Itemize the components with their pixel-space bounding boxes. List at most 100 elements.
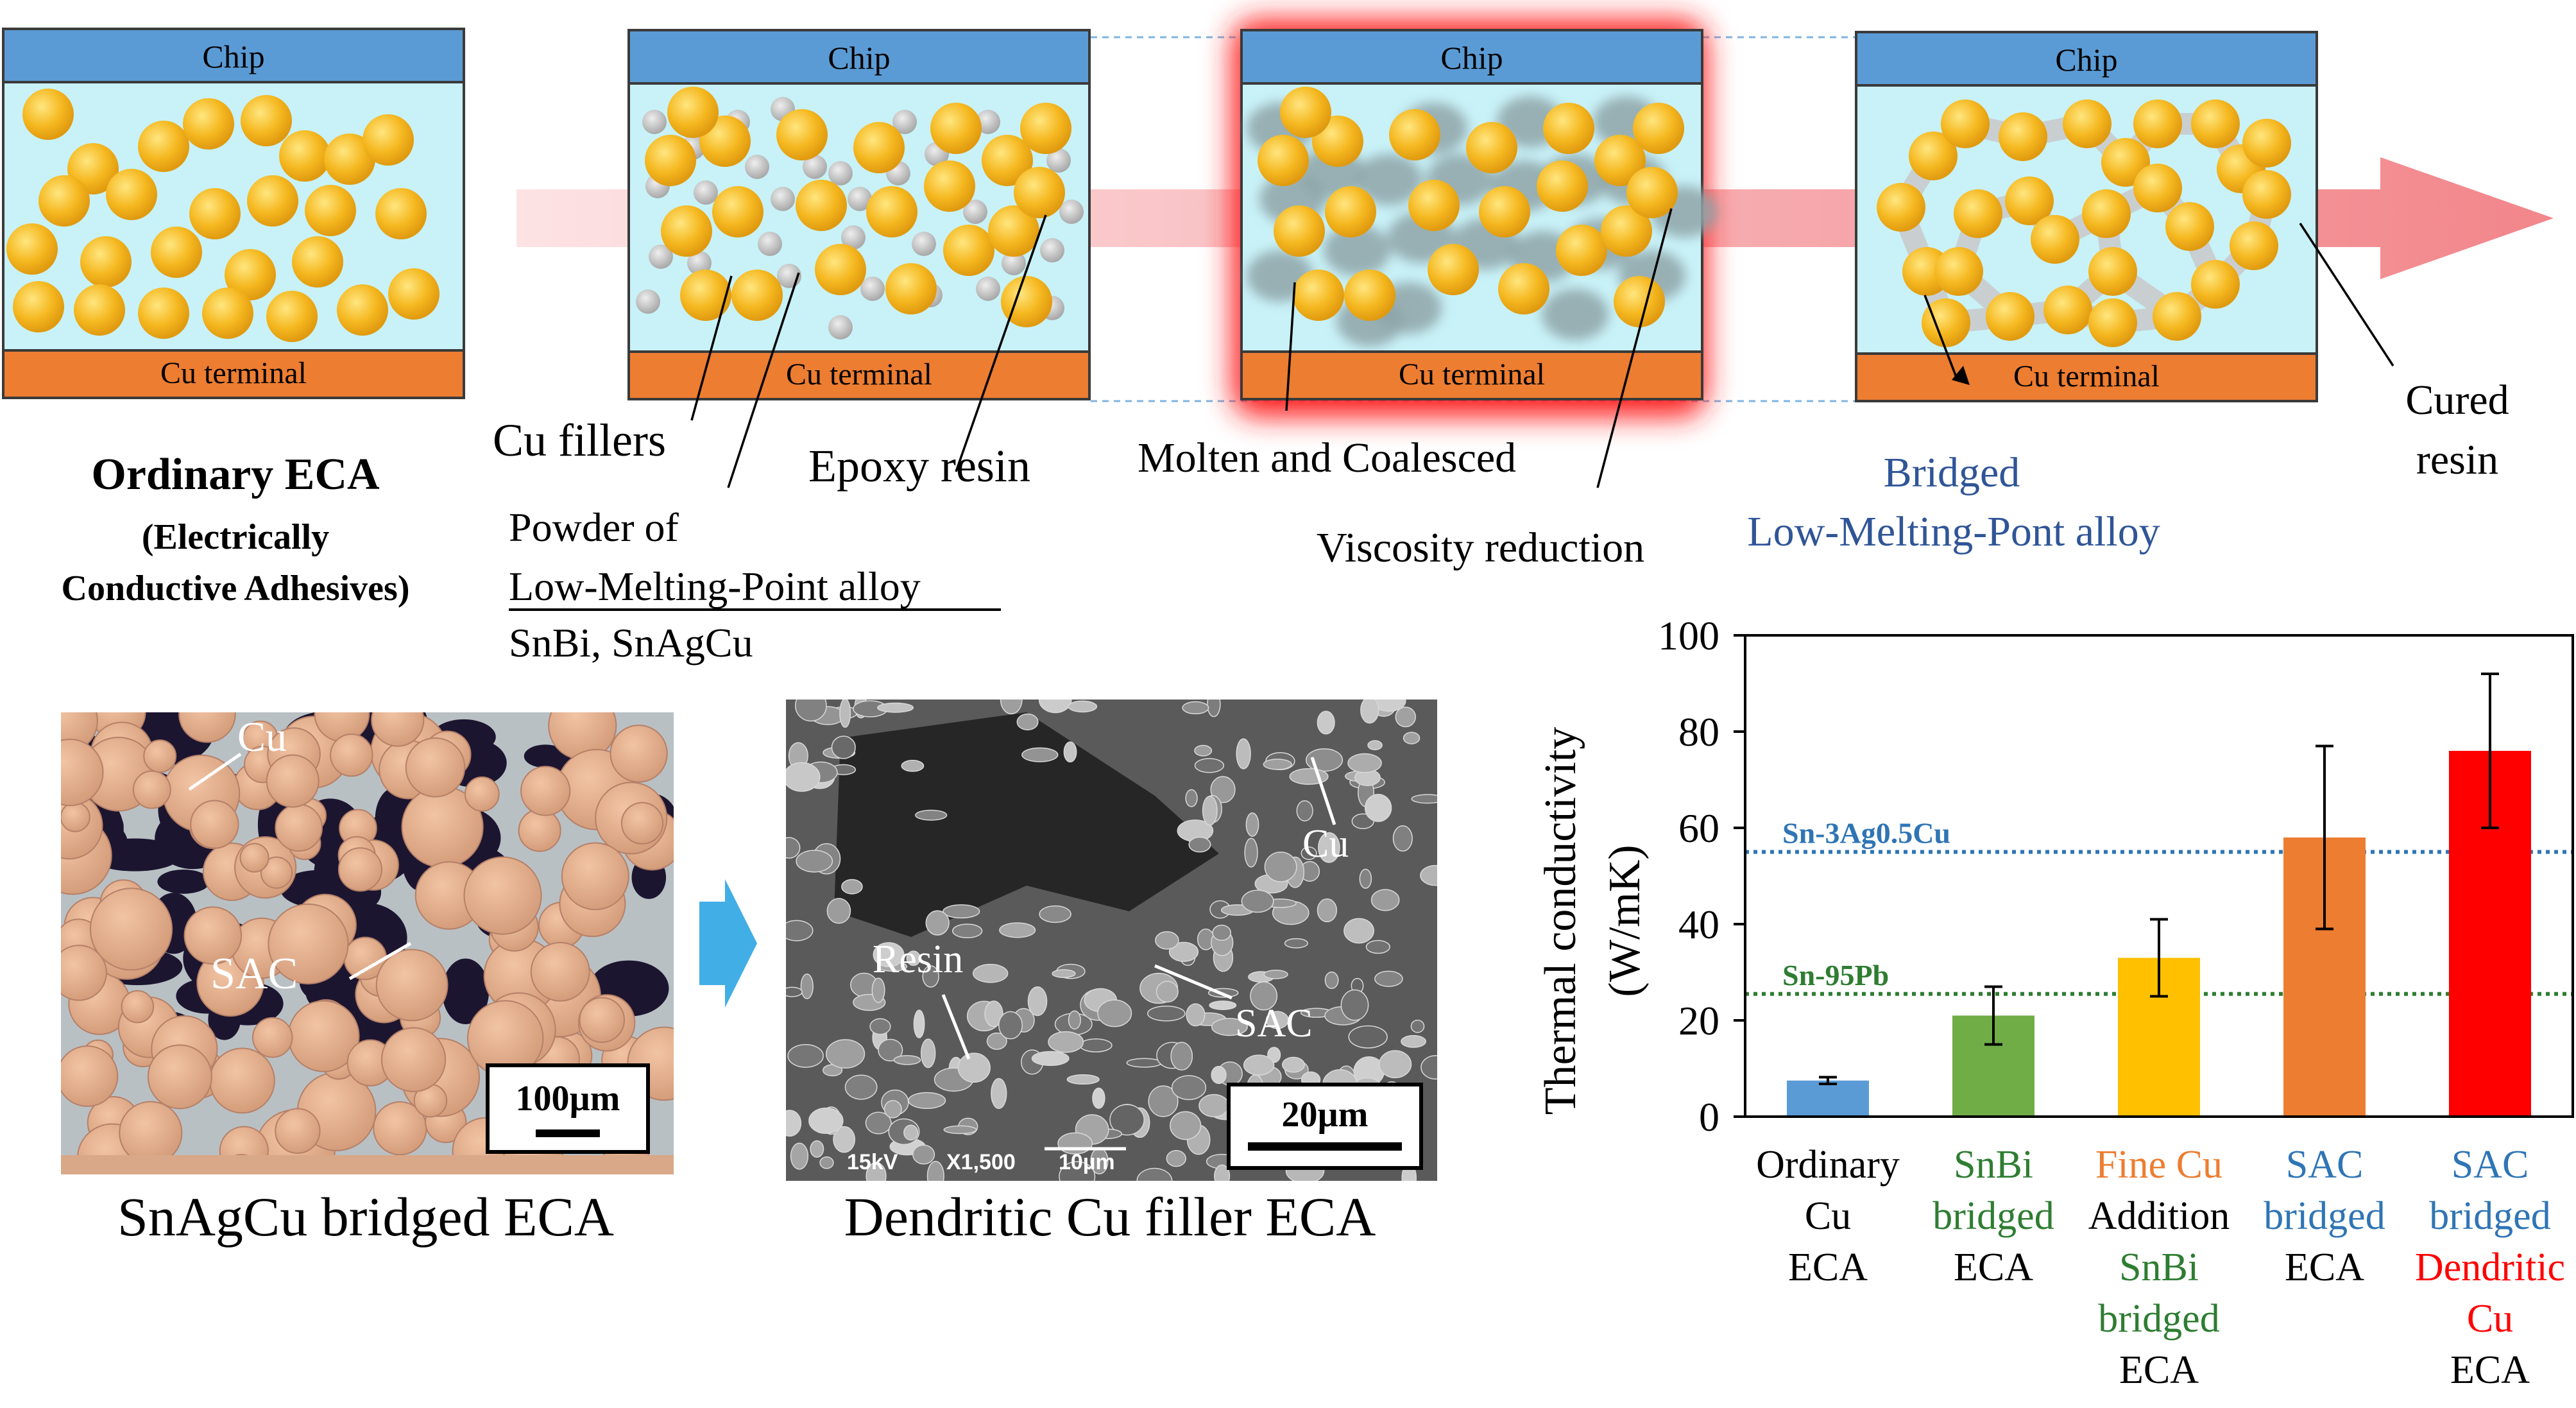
cu-filler-particle xyxy=(305,185,356,236)
cu-terminal-bar xyxy=(1855,352,2318,402)
sem-cu-label: Cu xyxy=(1302,822,1349,866)
cu-filler-particle xyxy=(731,270,783,321)
cu-filler-particle xyxy=(1954,189,2002,238)
cu-filler-particle xyxy=(183,98,234,150)
sem-grain xyxy=(1265,1011,1289,1029)
sem-grain xyxy=(1214,1164,1231,1181)
cu-filler-particle xyxy=(80,236,132,288)
cu-particle xyxy=(209,1047,275,1114)
y-tick-label: 80 xyxy=(1678,709,1719,755)
category-label-line: SAC xyxy=(2286,1143,2364,1187)
sem-grain xyxy=(866,1162,887,1181)
cu-filler-particle xyxy=(2153,292,2201,341)
sem-grain xyxy=(1347,753,1382,773)
sem-grain xyxy=(1052,969,1076,978)
cu-particle xyxy=(579,997,625,1043)
cu-filler-particle xyxy=(776,109,828,160)
cu-filler-particle xyxy=(1344,270,1395,321)
cu-filler-particle xyxy=(1389,109,1440,160)
cu-filler-particle xyxy=(2242,170,2291,219)
panel-molten: Chip Cu terminal xyxy=(1240,29,1718,400)
cu-filler-particle xyxy=(1537,160,1588,212)
cu-particle xyxy=(266,754,320,808)
optical-bottom-band xyxy=(61,1155,674,1174)
sem-grain xyxy=(871,977,885,1003)
ordinary-eca-sub2: Conductive Adhesives) xyxy=(62,569,410,608)
cu-terminal-bar xyxy=(2,349,465,399)
sem-grain xyxy=(1166,1150,1186,1167)
alloy-powder-particle xyxy=(1002,251,1026,275)
y-tick-label: 100 xyxy=(1658,613,1719,658)
cu-particle xyxy=(548,712,617,760)
powder-label-line2: Low-Melting-Point alloy xyxy=(509,563,921,609)
sem-info-kv: 15kV xyxy=(847,1150,898,1174)
chip-label: Chip xyxy=(2055,42,2117,78)
cu-filler-particle xyxy=(1258,135,1309,186)
cu-filler-particle xyxy=(1020,103,1071,154)
cu-particle xyxy=(371,712,425,747)
chart-ylabel-line2: (W/mK) xyxy=(1600,845,1650,997)
bridged-label-line1: Bridged xyxy=(1884,449,2020,496)
molten-alloy-blob xyxy=(1542,289,1608,340)
cu-filler-particle xyxy=(22,89,74,140)
sem-grain xyxy=(1185,789,1198,807)
alloy-powder-particle xyxy=(642,110,667,134)
cu-filler-particle xyxy=(2242,119,2291,167)
sem-grain xyxy=(1136,1167,1173,1181)
sem-grain xyxy=(1182,701,1209,715)
powder-label-line1: Powder of xyxy=(509,504,679,550)
sem-grain xyxy=(1392,825,1413,852)
sem-grain xyxy=(865,1112,892,1135)
optical-micrograph: Cu SAC 100µm xyxy=(61,712,674,1174)
sem-grain xyxy=(1209,1000,1237,1010)
sem-grain xyxy=(1016,713,1039,731)
sem-grain xyxy=(903,1124,919,1141)
optical-scale-label: 100µm xyxy=(516,1079,620,1119)
filler-group xyxy=(1877,99,2291,347)
cu-particle xyxy=(143,739,177,773)
cu-filler-particle xyxy=(2133,164,2182,212)
chip-bar xyxy=(1855,31,2318,87)
cu-particle xyxy=(61,739,104,807)
dark-void xyxy=(442,958,490,1025)
cu-filler-particle xyxy=(1999,112,2047,161)
sem-grain xyxy=(1097,999,1132,1027)
cu-terminal-label: Cu terminal xyxy=(2013,359,2160,393)
category-label-line: Cu xyxy=(1805,1194,1851,1238)
cured-resin-line1: Cured xyxy=(2405,377,2509,424)
cu-particle xyxy=(275,803,323,852)
cu-filler-particle xyxy=(2063,99,2111,148)
molten-label: Molten and Coalesced xyxy=(1138,434,1516,481)
alloy-powder-particle xyxy=(803,155,827,179)
chip-bar xyxy=(1240,29,1703,85)
sem-grain xyxy=(819,1156,834,1169)
alloy-powder-particle xyxy=(892,110,917,134)
category-label-line: Ordinary xyxy=(1756,1143,1900,1187)
bridge-callout-arrowhead xyxy=(1952,366,1970,385)
cu-filler-particle xyxy=(1280,87,1331,138)
cu-filler-particle xyxy=(1274,205,1325,257)
sem-grain xyxy=(943,904,980,919)
sem-scale-box xyxy=(1227,1083,1423,1170)
sem-scale-label: 20µm xyxy=(1282,1095,1369,1135)
sem-grain xyxy=(1063,741,1077,763)
alloy-powder-particle xyxy=(963,200,987,224)
sem-grain xyxy=(1155,931,1179,950)
cu-filler-particle xyxy=(337,284,388,336)
cu-particle xyxy=(239,843,269,873)
cu-particle xyxy=(132,770,171,809)
sem-grain xyxy=(839,700,851,728)
cu-filler-particle xyxy=(645,135,696,186)
sem-grain xyxy=(786,920,814,941)
cu-filler-particle xyxy=(375,188,427,239)
cu-filler-particle xyxy=(2165,202,2214,251)
cu-terminal-bar xyxy=(627,350,1091,400)
alloy-powder-particle xyxy=(1040,238,1064,262)
sem-grain xyxy=(999,922,1036,938)
cu-particles xyxy=(61,712,674,1174)
cu-filler-particle xyxy=(292,236,343,288)
cu-filler-particle xyxy=(279,130,330,182)
sem-grain xyxy=(1263,970,1288,979)
sem-grains xyxy=(786,700,1437,1181)
